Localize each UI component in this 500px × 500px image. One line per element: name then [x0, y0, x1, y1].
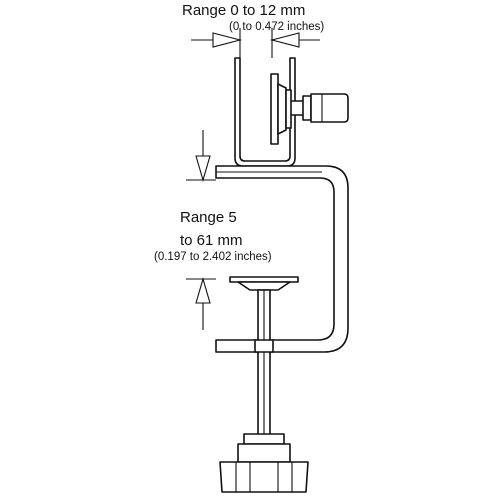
- mid-range-inches-label: (0.197 to 2.402 inches): [154, 251, 272, 263]
- swivel-pad: [229, 276, 299, 291]
- top-range-inches-label: (0 to 0.472 inches): [229, 21, 324, 33]
- c-clamp-body: [215, 165, 349, 353]
- mid-range-label-line1: Range 5: [180, 209, 237, 226]
- screw-shaft: [254, 289, 274, 439]
- top-width-dimension: [191, 28, 320, 58]
- top-range-label: Range 0 to 12 mm: [182, 2, 305, 19]
- mid-range-label-line2: to 61 mm: [180, 232, 243, 249]
- clamp-gap-arrow-bottom: [186, 277, 216, 330]
- clamp-gap-arrow-top: [186, 130, 216, 182]
- tightening-knob: [219, 433, 309, 493]
- pressure-pad: [270, 73, 292, 145]
